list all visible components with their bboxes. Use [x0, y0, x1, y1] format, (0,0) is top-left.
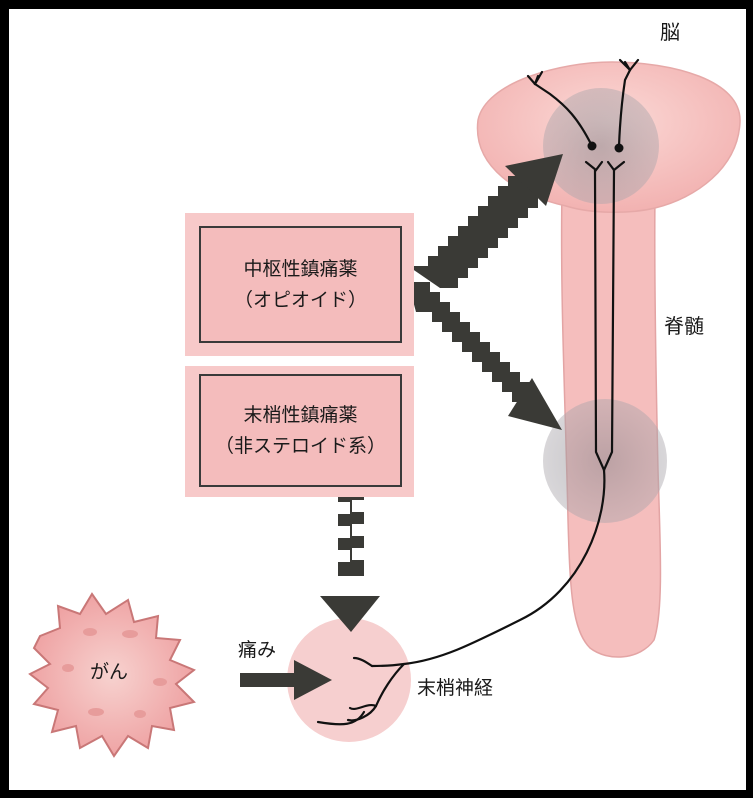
- spinal-action-zone: [543, 399, 667, 523]
- synapse-dot-left: [588, 142, 597, 151]
- central-analgesic-name: 中枢性鎮痛薬: [243, 254, 357, 284]
- brain-label: 脳: [660, 22, 680, 42]
- arrow-to-spinal-cord: [408, 282, 562, 430]
- brain-action-zone: [543, 88, 659, 204]
- arrow-to-pain-site: [320, 486, 380, 632]
- spinal-cord-label: 脊髄: [664, 316, 704, 336]
- pain-label: 痛み: [238, 641, 276, 660]
- synapse-dot-right: [615, 144, 624, 153]
- central-analgesic-box: 中枢性鎮痛薬 （オピオイド）: [199, 226, 402, 343]
- arrow-to-brain: [408, 154, 563, 288]
- peripheral-analgesic-type: （非ステロイド系）: [215, 431, 386, 461]
- cancer-label: がん: [90, 663, 128, 682]
- peripheral-nerve-label: 末梢神経: [417, 679, 493, 698]
- central-analgesic-type: （オピオイド）: [234, 285, 367, 315]
- peripheral-analgesic-box: 末梢性鎮痛薬 （非ステロイド系）: [199, 374, 402, 487]
- peripheral-analgesic-name: 末梢性鎮痛薬: [243, 400, 357, 430]
